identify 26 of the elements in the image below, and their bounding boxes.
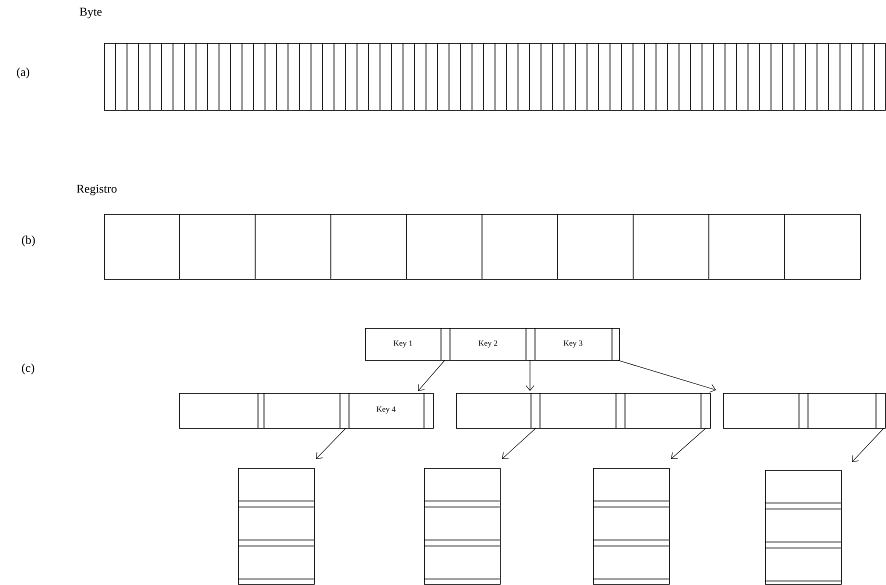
arrow	[502, 428, 536, 459]
panel-label: (b)	[22, 236, 35, 246]
arrow	[316, 428, 346, 459]
panel-label: (a)	[16, 68, 30, 78]
btree-node	[456, 392, 711, 429]
arrow	[418, 360, 446, 391]
arrow	[616, 360, 716, 393]
key-label: Key 3	[564, 340, 582, 348]
register-array	[76, 184, 861, 280]
arrow	[852, 428, 884, 462]
record-stack	[592, 468, 670, 585]
btree-node	[179, 392, 434, 429]
panel-label: (c)	[22, 364, 34, 374]
btree-node	[365, 328, 620, 361]
arrow	[526, 360, 534, 391]
key-label: Key 1	[394, 340, 412, 348]
btree-node	[723, 392, 886, 429]
key-label: Key 4	[376, 406, 396, 414]
record-stack	[764, 470, 842, 585]
record-stack	[238, 468, 315, 585]
array-heading: Byte	[80, 8, 102, 18]
key-label: Key 2	[478, 340, 498, 348]
array-heading: Registro	[76, 184, 117, 196]
record-stack	[424, 468, 501, 585]
byte-array	[80, 8, 886, 111]
arrow	[671, 428, 706, 459]
